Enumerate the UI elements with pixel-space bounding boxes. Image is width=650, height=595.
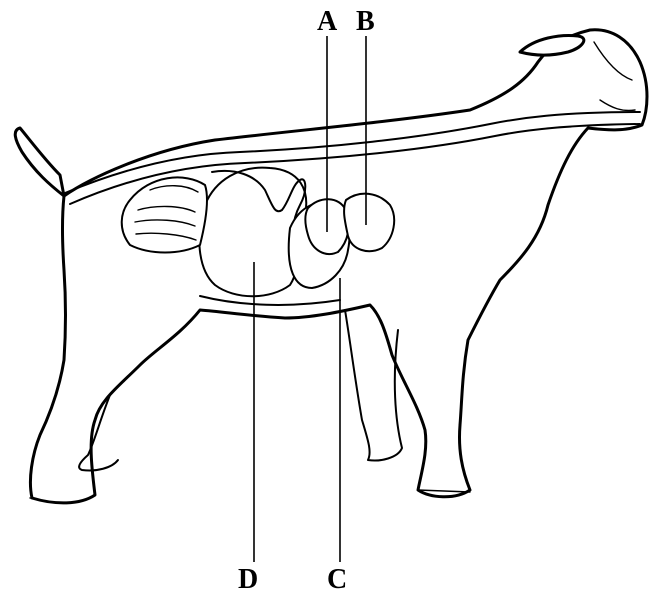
label-d: D [238,566,258,594]
label-b: B [356,8,375,36]
label-a: A [317,8,337,36]
omasum [344,194,394,251]
label-c: C [327,566,347,594]
